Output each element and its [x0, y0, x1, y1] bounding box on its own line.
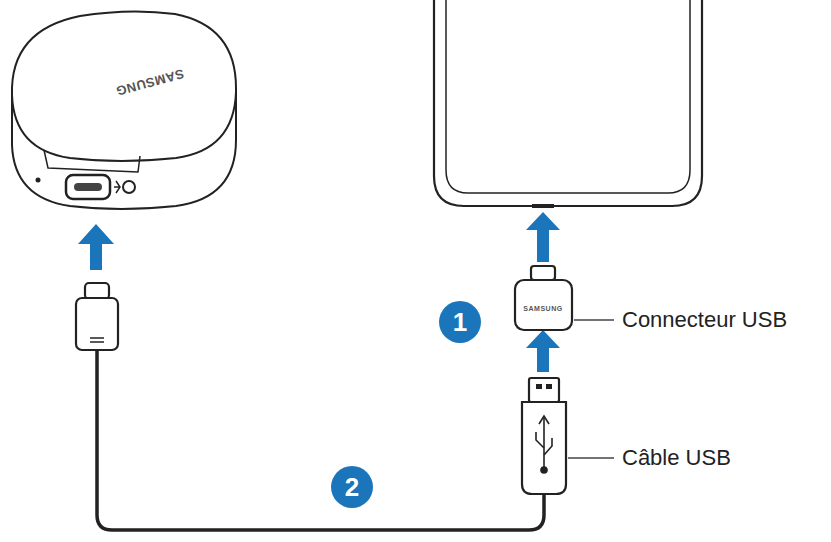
callout-number: 2 — [345, 474, 359, 500]
leader-line — [574, 319, 614, 321]
callout-circle — [331, 466, 373, 508]
usb-a-body — [522, 402, 566, 494]
phone-body — [434, 0, 702, 206]
part-label: Câble USB — [622, 447, 731, 469]
arrow-to-phone — [526, 212, 560, 262]
case-led — [36, 178, 41, 183]
connector-usb-c-tip — [531, 266, 555, 280]
usb-c-body — [76, 298, 118, 350]
usb-c-grip — [90, 341, 104, 343]
usb-a-pin — [536, 384, 542, 389]
usb-c-grip — [90, 337, 104, 339]
usb-a-pin — [546, 384, 552, 389]
case-button — [123, 181, 135, 193]
usb-symbol — [536, 416, 552, 473]
phone-port — [532, 204, 554, 208]
case-port-slot — [74, 183, 102, 191]
connector-body — [515, 280, 572, 330]
case-lid-seam — [12, 92, 236, 161]
connector-brand-text: SAMSUNG — [523, 305, 562, 312]
phone-screen — [446, 0, 690, 193]
callout-number: 1 — [453, 309, 467, 335]
part-label: Connecteur USB — [622, 309, 787, 331]
usb-c-tip — [85, 283, 109, 299]
callout-circle — [439, 301, 481, 343]
leader-line — [568, 457, 614, 459]
case-notch — [44, 150, 140, 172]
arrow-to-connector — [526, 330, 560, 372]
case-usb-c-port — [66, 175, 110, 199]
bluetooth-mark — [114, 181, 120, 193]
usb-cable — [97, 350, 544, 530]
arrow-to-case — [78, 224, 114, 270]
usb-a-metal — [529, 378, 559, 402]
case-body — [12, 11, 236, 209]
